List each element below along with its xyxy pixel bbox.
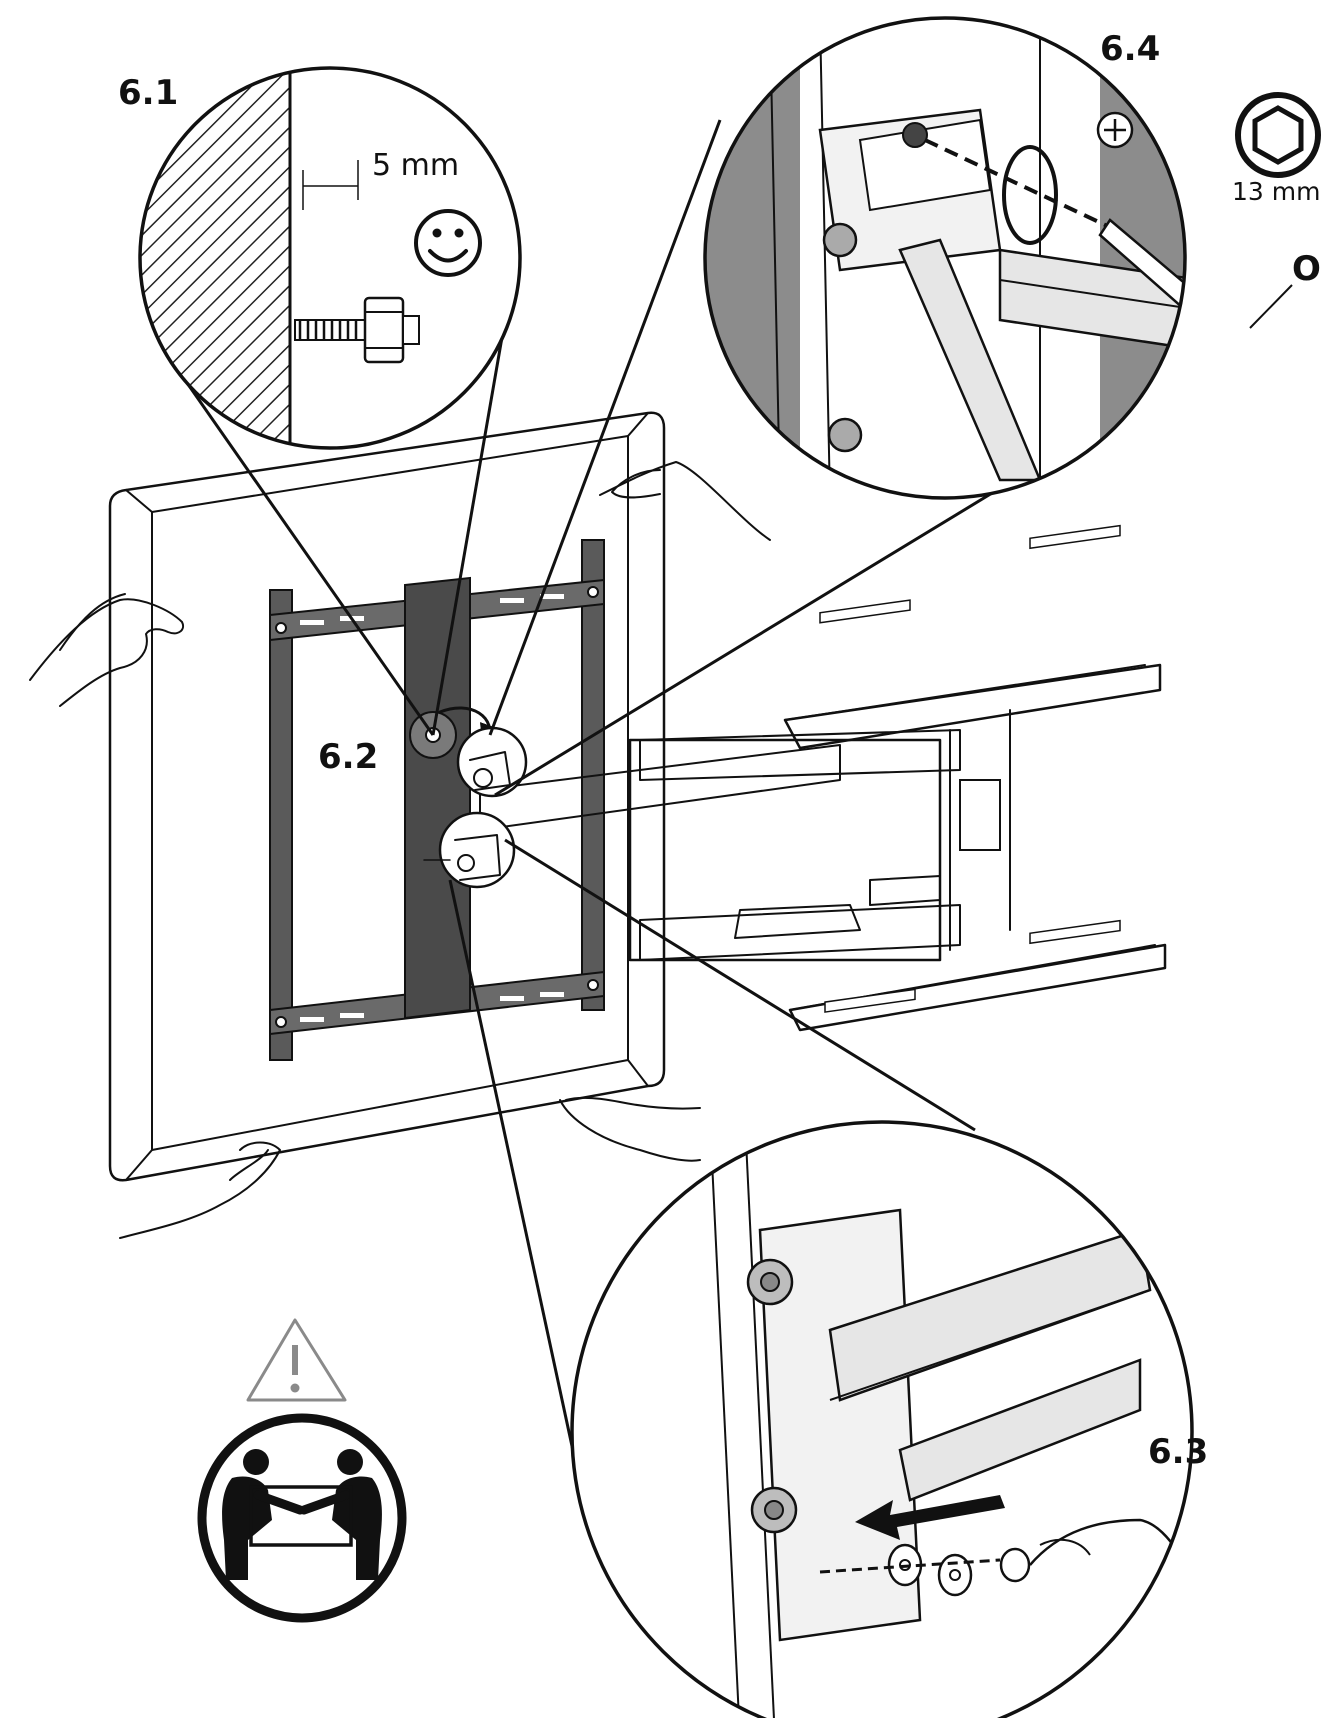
screw xyxy=(294,296,420,364)
callout-leaders xyxy=(183,119,1031,1461)
callout-6-4 xyxy=(703,16,1187,500)
two-person-lift-icon xyxy=(197,1413,407,1623)
hex-size-label: 13 mm xyxy=(1232,177,1320,206)
mount-arm xyxy=(479,524,1167,1032)
step-6-4-label: 6.4 xyxy=(1100,29,1160,69)
plus-icon xyxy=(1096,111,1134,149)
smiley-icon xyxy=(414,209,482,277)
step-6-2-area xyxy=(409,706,528,889)
gap-dimension-label: 5 mm xyxy=(372,148,459,183)
step-6-1-label: 6.1 xyxy=(118,73,178,113)
callout-6-1: 5 mm xyxy=(138,66,522,450)
tv-back xyxy=(108,411,666,1182)
push-arrow-icon xyxy=(855,1495,1005,1540)
step-6-3-label: 6.3 xyxy=(1148,1432,1208,1472)
hands xyxy=(29,461,771,1239)
warning-icon xyxy=(246,1318,347,1402)
tv-mount-plate xyxy=(269,539,605,1061)
wrench-label: O xyxy=(1292,249,1321,289)
step-6-2-label: 6.2 xyxy=(318,737,378,777)
callout-6-3 xyxy=(570,1120,1194,1718)
hex-socket-icon xyxy=(1235,92,1321,178)
wrench-leader xyxy=(1249,284,1293,329)
